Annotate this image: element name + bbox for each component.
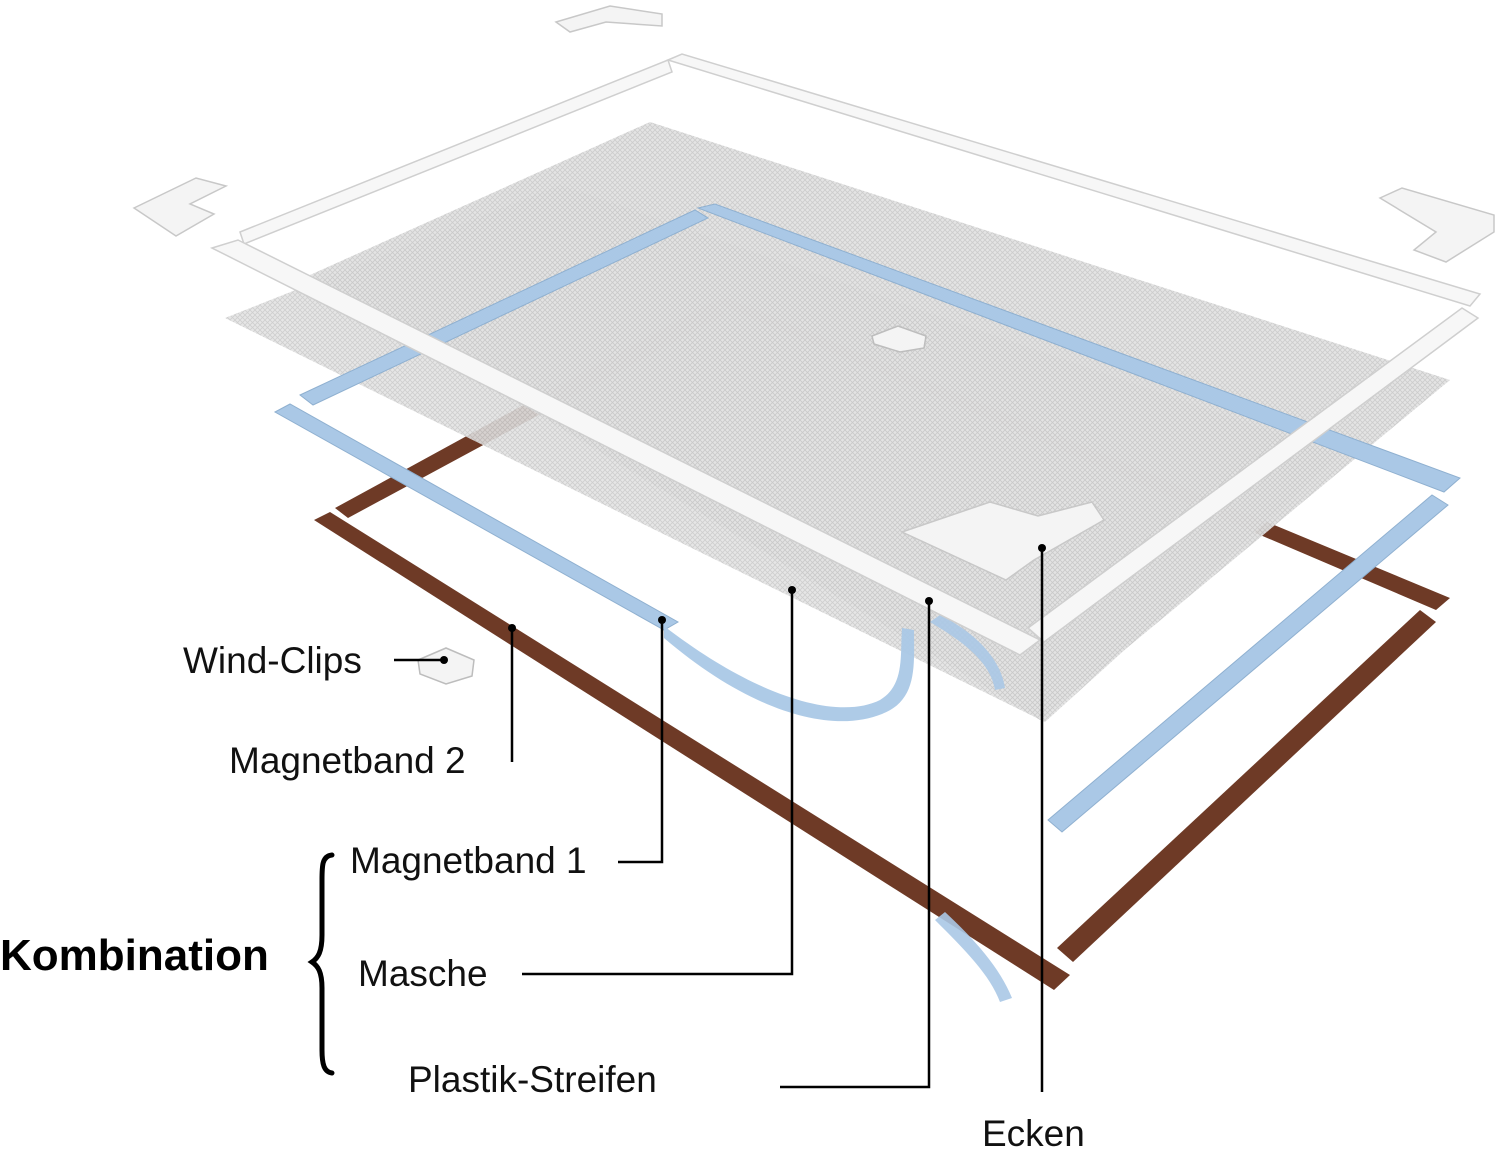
leader-dot-ecken: [1038, 544, 1046, 552]
leader-dot-wind-clips: [440, 656, 448, 664]
corner-pieces: [132, 5, 1495, 581]
leader-masche: [522, 590, 794, 976]
leader-plastik-streifen: [780, 601, 931, 1089]
label-magnetband-2: Magnetband 2: [229, 740, 466, 781]
leader-lines: [394, 544, 1046, 1092]
label-magnetband-1: Magnetband 1: [350, 840, 587, 881]
leader-dot-masche: [788, 586, 796, 594]
label-ecken: Ecken: [982, 1113, 1085, 1151]
leader-dot-magnetband-1: [658, 616, 666, 624]
label-plastik-streifen: Plastik-Streifen: [408, 1059, 657, 1100]
leader-magnetband-1: [618, 620, 664, 864]
combination-brace: [307, 852, 335, 1076]
leader-dot-magnetband-2: [508, 624, 516, 632]
leader-dot-plastik-streifen: [925, 597, 933, 605]
magnetband-2-frame: [314, 512, 1436, 990]
plastic-strip-frame: [273, 203, 1461, 1002]
label-masche: Masche: [358, 953, 488, 994]
label-wind-clips: Wind-Clips: [183, 640, 362, 681]
wind-clips: [417, 325, 927, 685]
white-frame: [209, 53, 1482, 656]
label-kombination: Kombination: [0, 931, 269, 980]
